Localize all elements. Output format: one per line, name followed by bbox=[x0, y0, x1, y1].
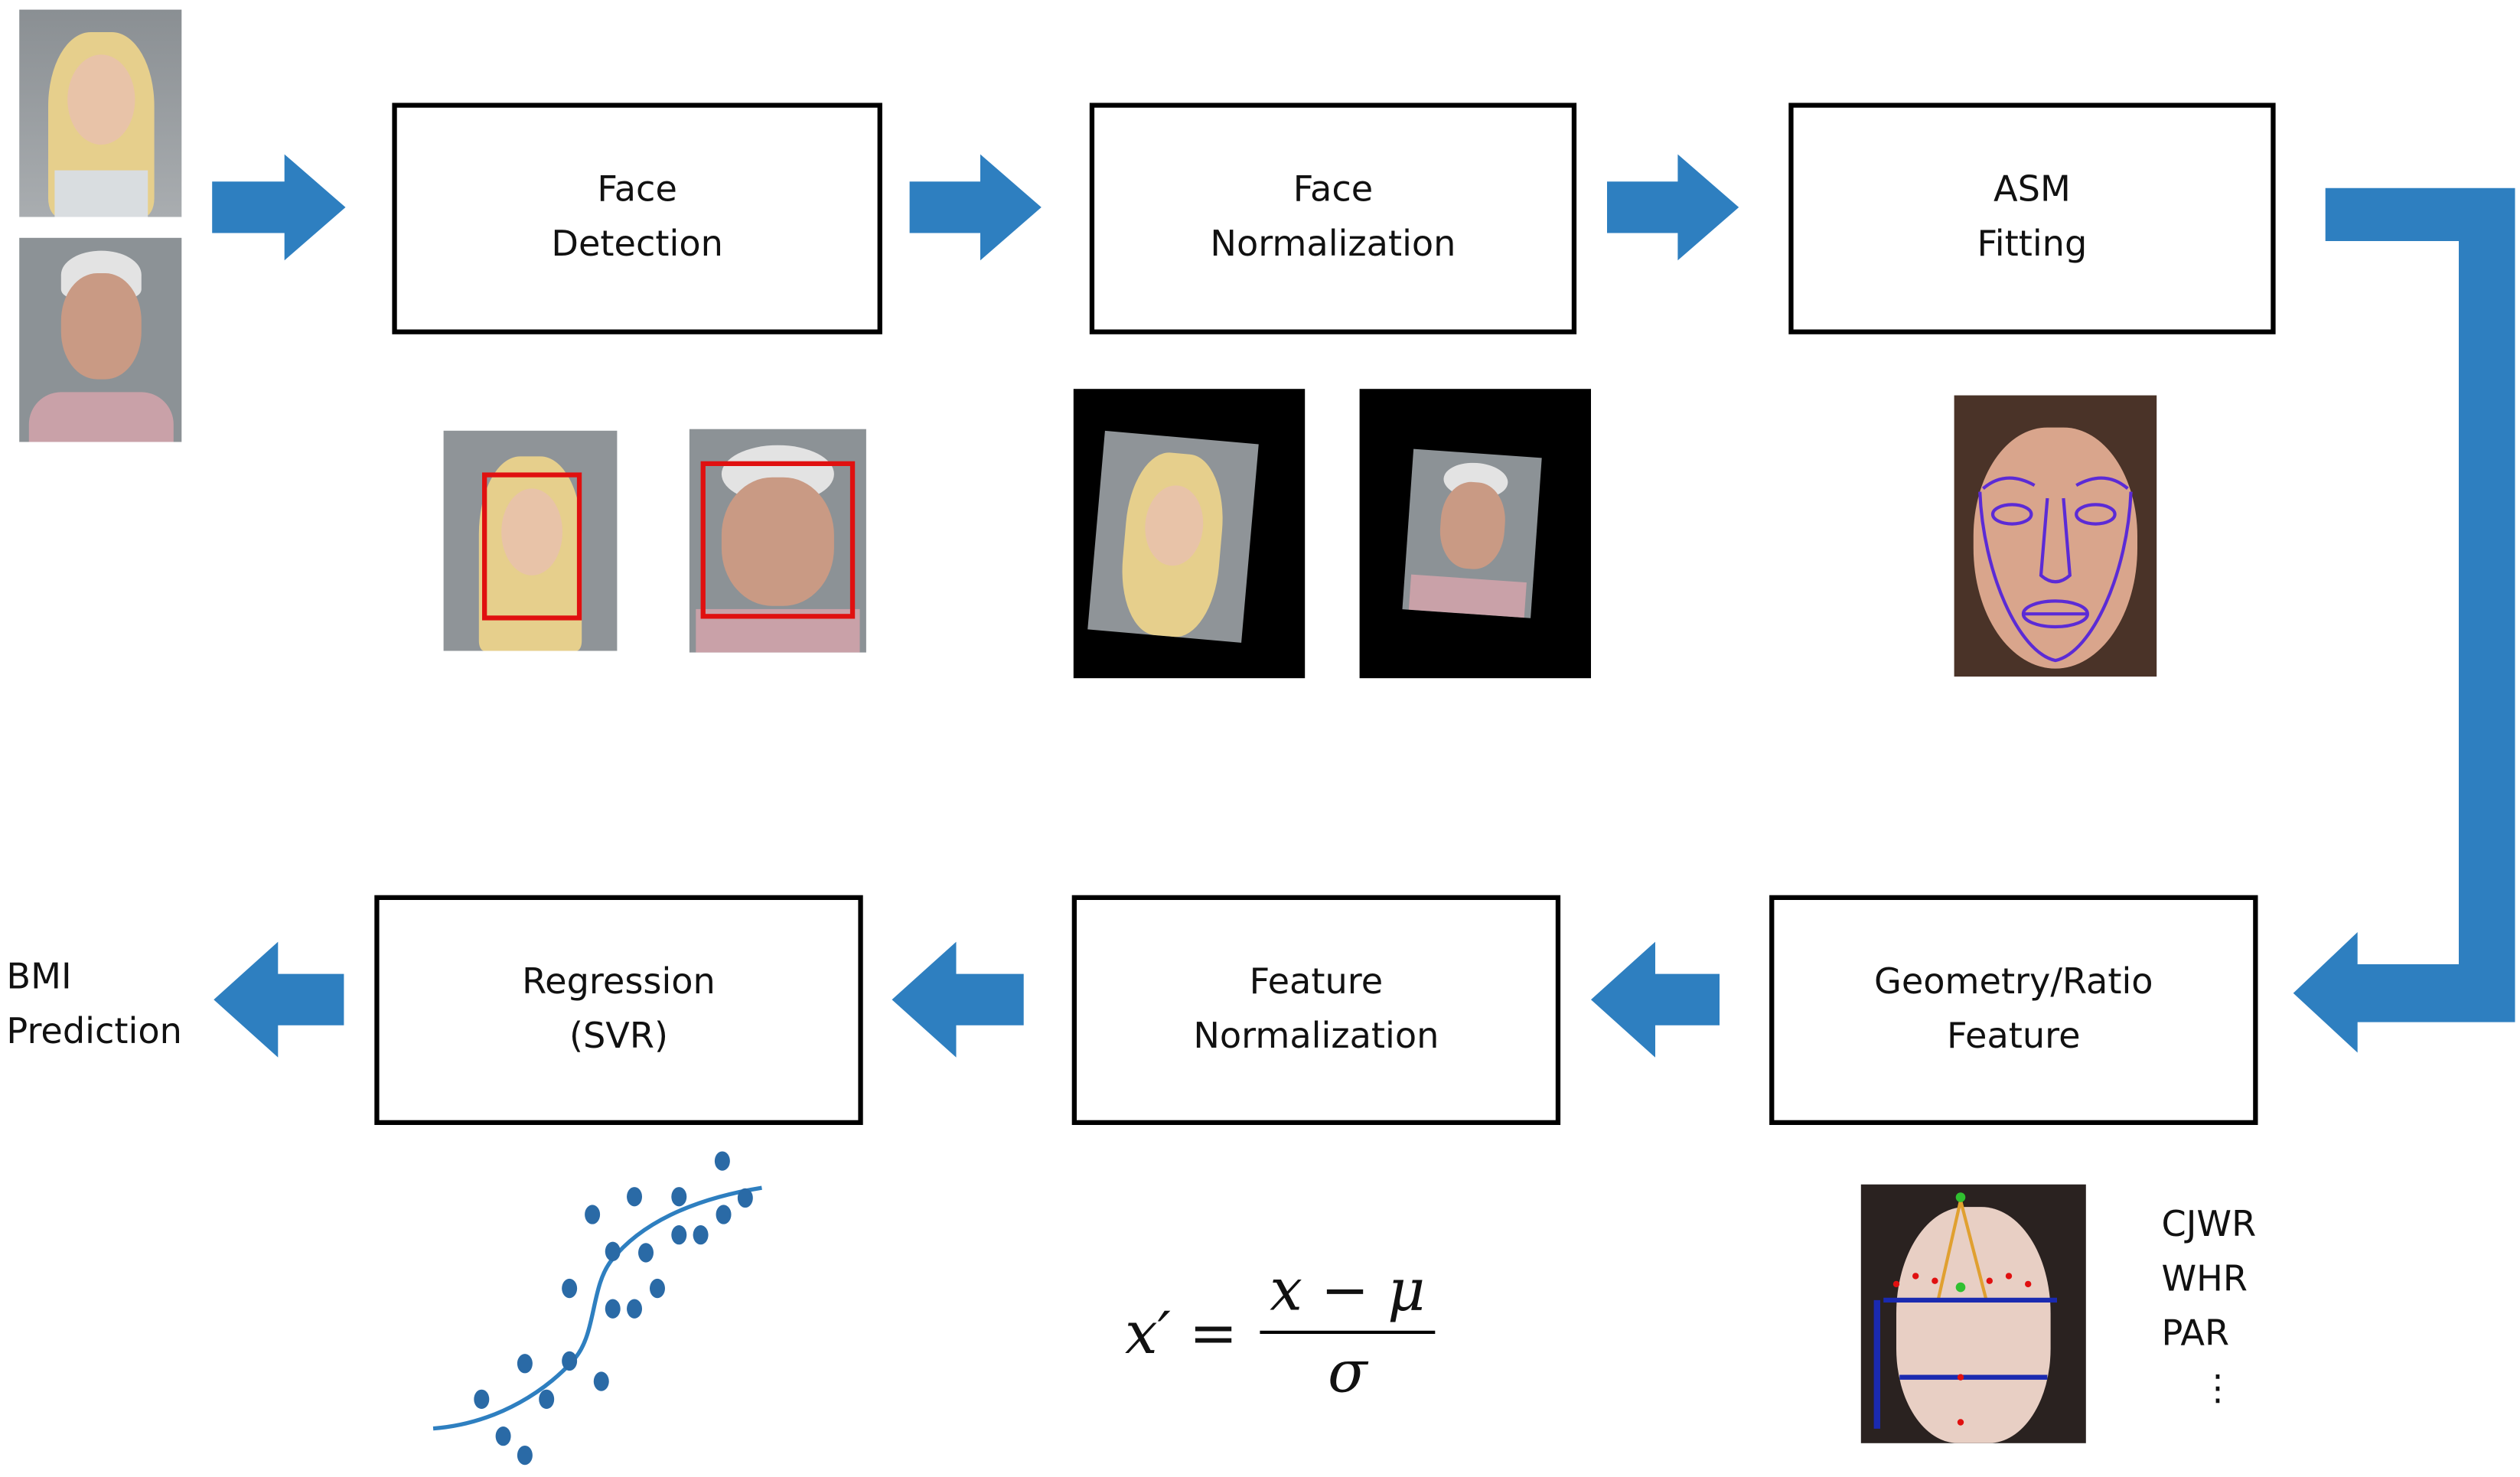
regression-svr-box: Regression (SVR) bbox=[374, 895, 863, 1125]
box-label: Regression bbox=[522, 961, 716, 1003]
scatter-point bbox=[627, 1299, 643, 1319]
scatter-point bbox=[605, 1299, 621, 1319]
normalization-formula: x′ = x − μ σ bbox=[1125, 1254, 1435, 1414]
asm-fitting-box: ASM Fitting bbox=[1788, 103, 2276, 334]
arrow-to-asm bbox=[1607, 154, 1739, 261]
scatter-point bbox=[593, 1371, 609, 1391]
asm-landmarks bbox=[1978, 476, 2133, 663]
feature-cjwr: CJWR bbox=[2161, 1205, 2257, 1246]
face-normalization-box: Face Normalization bbox=[1089, 103, 1577, 334]
input-photo-man bbox=[19, 237, 182, 442]
scatter-point bbox=[517, 1445, 533, 1466]
formula-numerator: x − μ bbox=[1260, 1254, 1435, 1334]
scatter-point bbox=[716, 1205, 732, 1224]
scatter-point bbox=[562, 1351, 578, 1371]
normalized-face-woman bbox=[1073, 389, 1306, 679]
scatter-point bbox=[693, 1225, 709, 1245]
feature-more: ⋮ bbox=[2199, 1369, 2236, 1410]
scatter-point bbox=[671, 1225, 687, 1245]
detection-box bbox=[482, 472, 582, 621]
asm-fitted-face bbox=[1954, 395, 2157, 677]
output-line2: Prediction bbox=[6, 1012, 182, 1053]
detected-face-man bbox=[689, 429, 866, 653]
scatter-point bbox=[671, 1187, 687, 1207]
box-label: Fitting bbox=[1977, 225, 2088, 266]
arrow-to-feature-normalization bbox=[1591, 941, 1720, 1058]
feature-list: CJWR WHR PAR ⋮ bbox=[2161, 1199, 2256, 1418]
arrow-to-normalization bbox=[909, 154, 1042, 261]
box-label: Normalization bbox=[1210, 225, 1456, 266]
scatter-point bbox=[650, 1278, 665, 1299]
output-line1: BMI bbox=[6, 957, 72, 999]
formula-lhs: x′ = bbox=[1124, 1300, 1238, 1368]
formula-denominator: σ bbox=[1327, 1340, 1368, 1407]
face-detection-box: Face Detection bbox=[392, 103, 882, 334]
box-label: Normalization bbox=[1193, 1016, 1439, 1057]
scatter-point bbox=[638, 1243, 654, 1263]
scatter-point bbox=[474, 1389, 490, 1410]
scatter-point bbox=[539, 1389, 555, 1410]
arrow-to-bmi-output bbox=[214, 941, 344, 1058]
box-label: ASM bbox=[1994, 170, 2071, 211]
detection-box bbox=[700, 461, 856, 619]
scatter-point bbox=[714, 1151, 730, 1171]
connector-arrow-to-geometry bbox=[2293, 187, 2515, 1053]
scatter-point bbox=[517, 1354, 533, 1374]
detected-face-woman bbox=[443, 430, 618, 651]
box-label: Face bbox=[597, 170, 677, 211]
feature-normalization-box: Feature Normalization bbox=[1071, 895, 1561, 1125]
scatter-point bbox=[495, 1426, 511, 1446]
box-label: Feature bbox=[1249, 961, 1384, 1003]
geometry-landmarks bbox=[1873, 1192, 2057, 1429]
scatter-point bbox=[737, 1188, 753, 1208]
bmi-prediction-label: BMI Prediction bbox=[6, 951, 182, 1061]
arrow-to-regression bbox=[892, 941, 1024, 1058]
input-photo-woman bbox=[19, 9, 182, 217]
normalized-face-man bbox=[1359, 389, 1591, 679]
scatter-point bbox=[627, 1187, 643, 1207]
arrow-to-detection bbox=[212, 154, 346, 261]
box-label: Detection bbox=[551, 225, 723, 266]
formula-fraction: x − μ σ bbox=[1260, 1254, 1435, 1414]
feature-par: PAR bbox=[2161, 1314, 2230, 1355]
scatter-point bbox=[585, 1205, 601, 1224]
box-label: (SVR) bbox=[569, 1016, 669, 1057]
geometry-feature-face bbox=[1860, 1184, 2086, 1443]
svr-regression-illustration bbox=[432, 1151, 762, 1466]
regression-curve bbox=[432, 1185, 762, 1431]
box-label: Face bbox=[1293, 170, 1374, 211]
scatter-point bbox=[605, 1241, 621, 1261]
feature-whr: WHR bbox=[2161, 1260, 2248, 1300]
geometry-ratio-feature-box: Geometry/Ratio Feature bbox=[1769, 895, 2258, 1125]
box-label: Feature bbox=[1946, 1016, 2081, 1057]
box-label: Geometry/Ratio bbox=[1874, 961, 2153, 1003]
scatter-point bbox=[562, 1278, 578, 1299]
